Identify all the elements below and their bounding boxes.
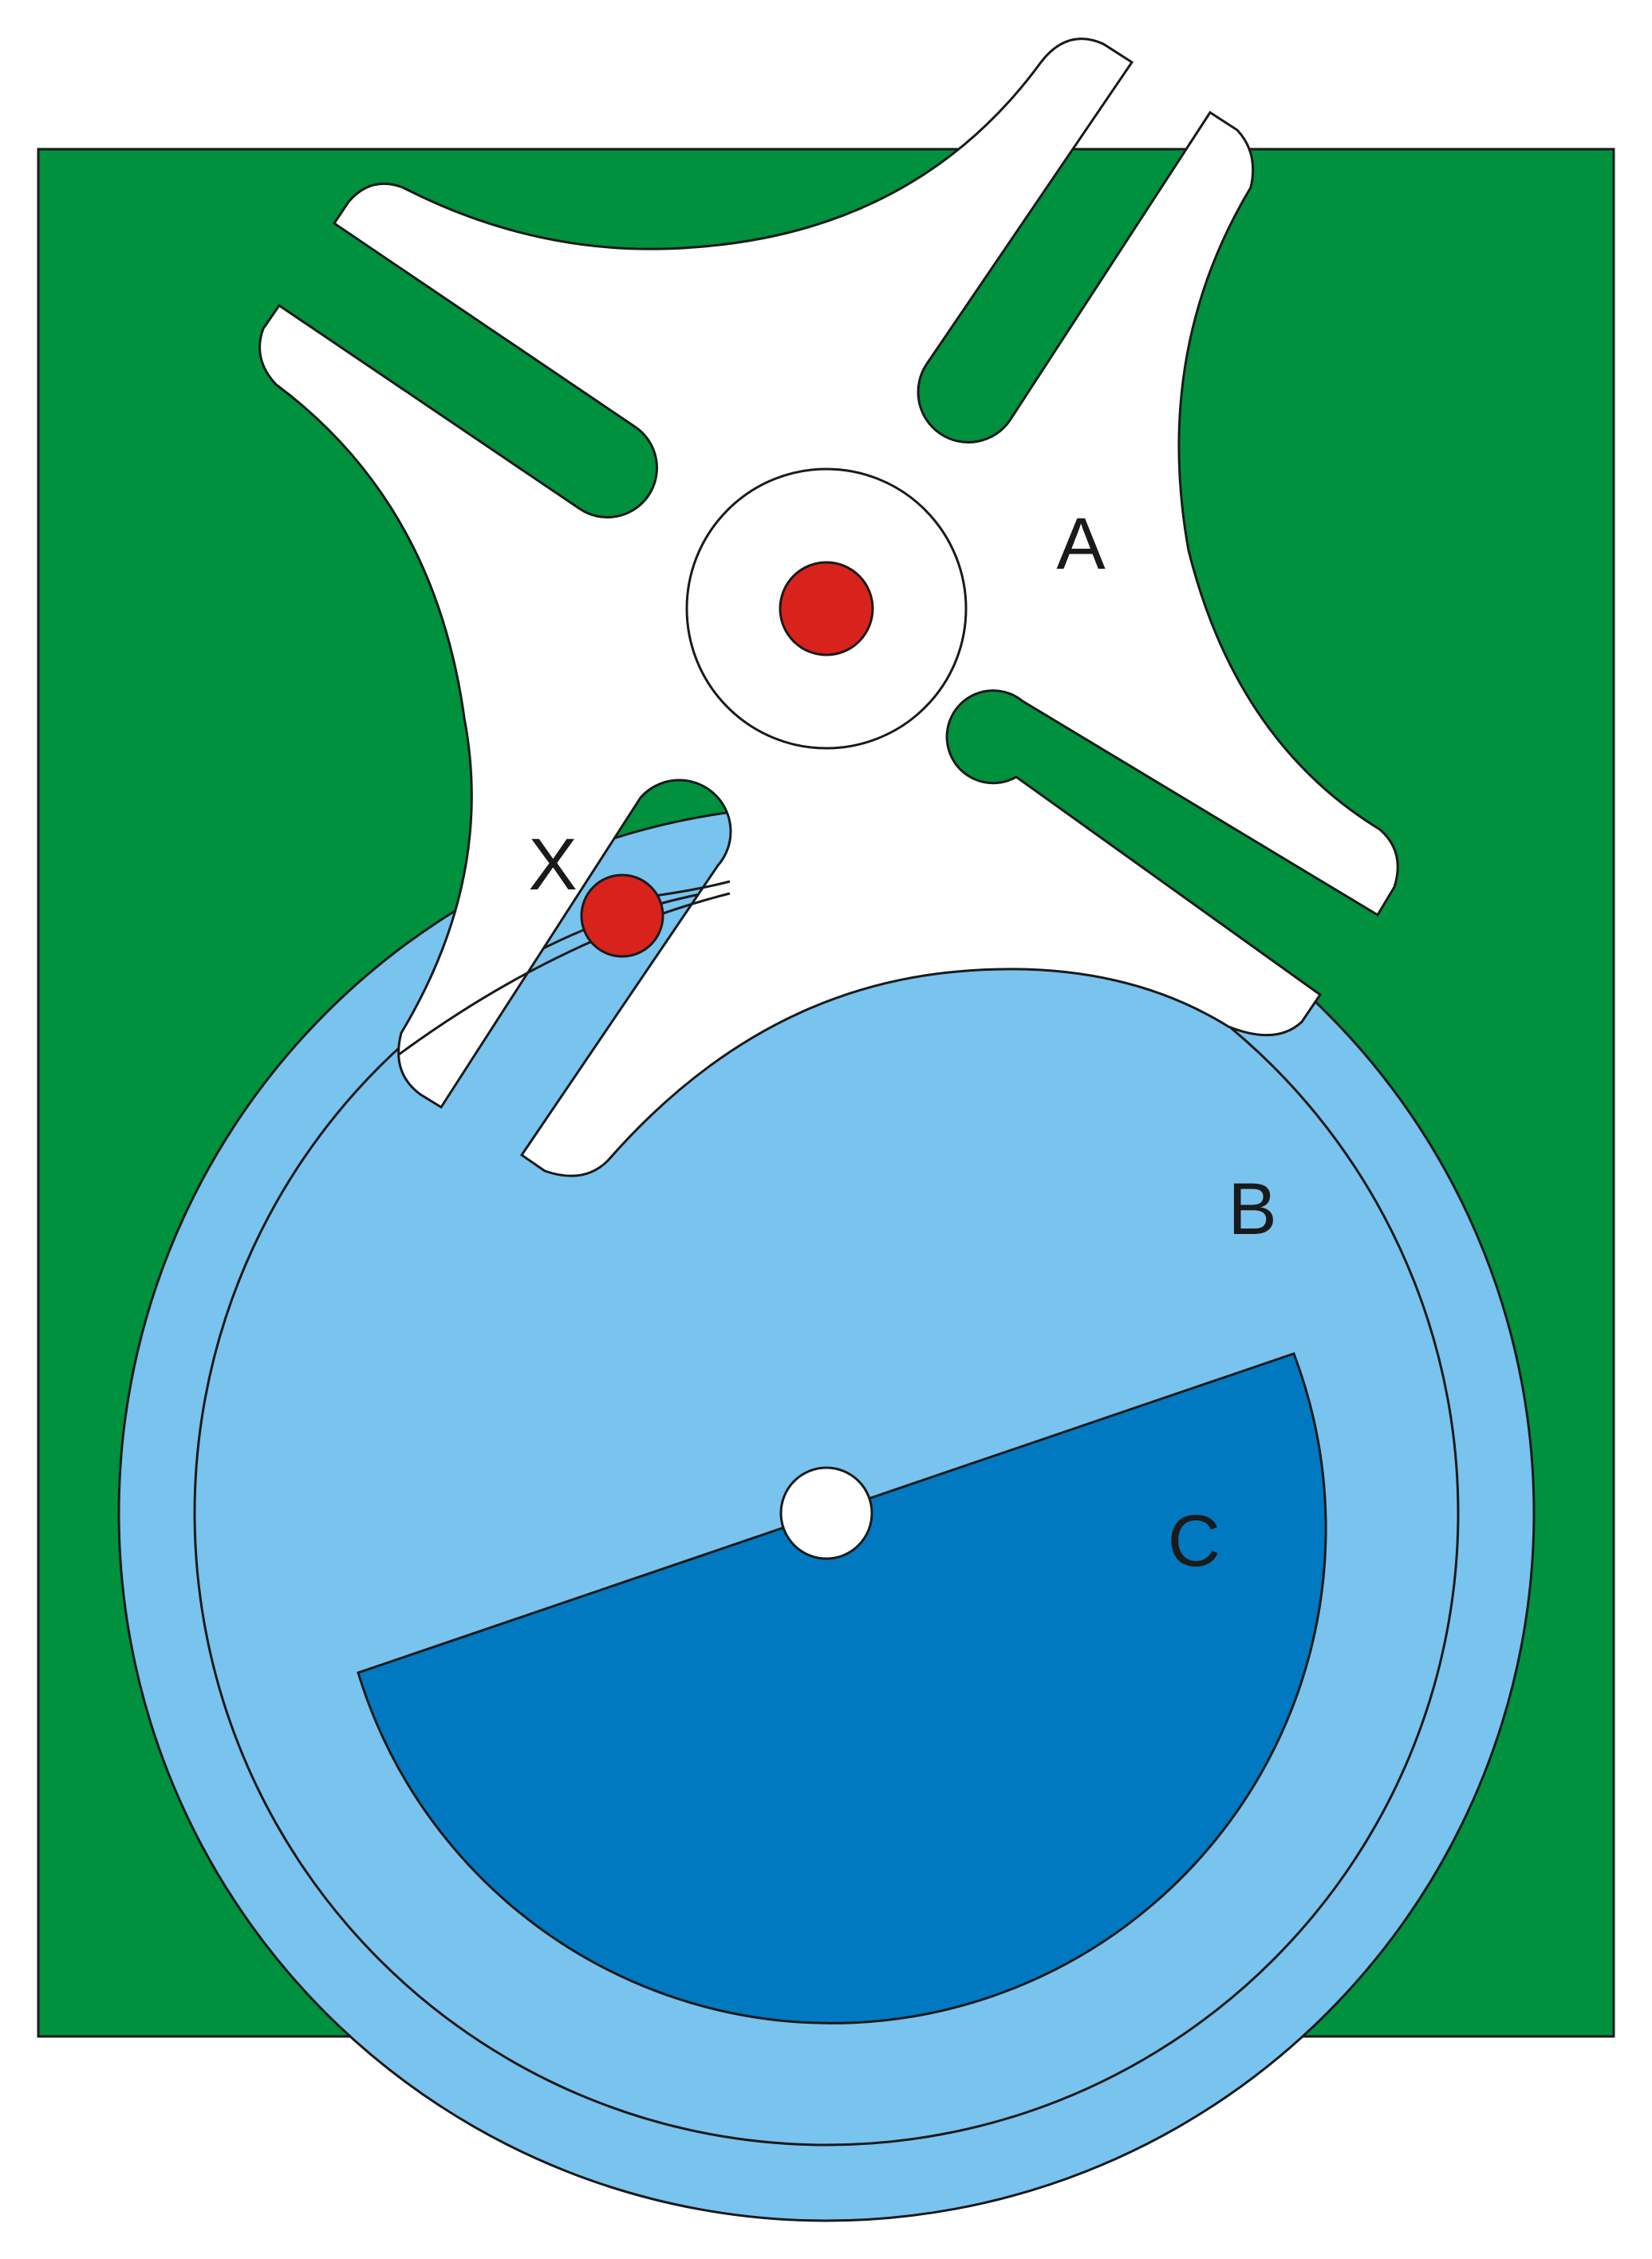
star-wheel-axle-pin bbox=[779, 561, 874, 656]
cam-sector-c bbox=[357, 1352, 1327, 2024]
label-a: A bbox=[1056, 503, 1106, 585]
drive-wheel-hub bbox=[779, 1466, 873, 1560]
drive-pin-x bbox=[580, 873, 664, 958]
label-b: B bbox=[1228, 1169, 1276, 1250]
label-x: X bbox=[528, 824, 577, 905]
inner-ring-arc-in-slot bbox=[398, 892, 731, 1056]
label-c: C bbox=[1168, 1500, 1220, 1582]
